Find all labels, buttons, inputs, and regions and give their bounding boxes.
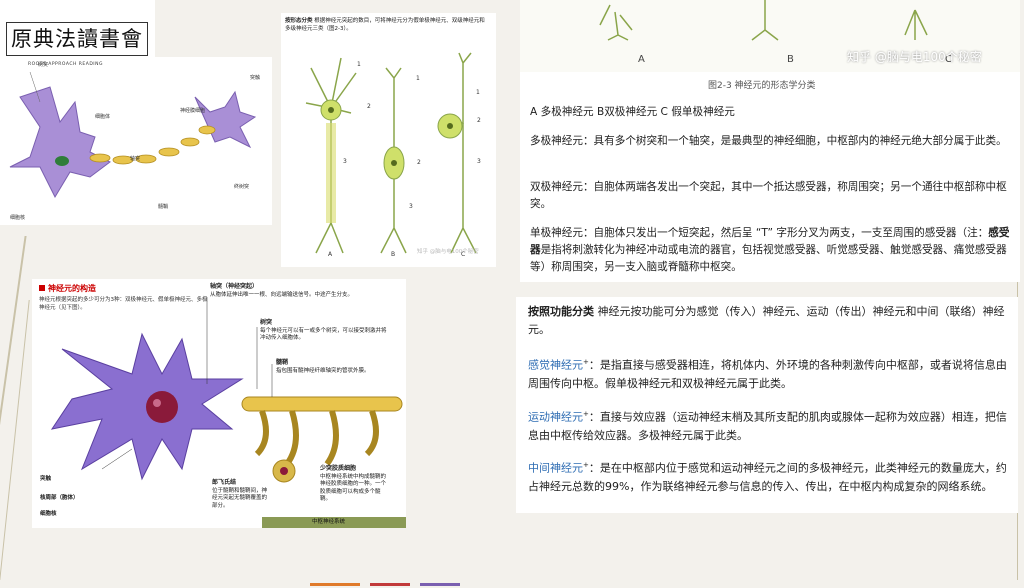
mark-2: 2: [417, 159, 421, 166]
soma-label: 核周部（胞体）: [40, 495, 79, 501]
label-dendrite: 树突: [38, 62, 49, 68]
neuron-types-panel: 按形态分类 根据神经元突起的数目，可将神经元分为假单极神经元、双级神经元和多级神…: [281, 13, 496, 267]
label-axon: 轴突: [130, 156, 141, 162]
label-nucleus: 细胞核: [10, 215, 26, 221]
label-synapse: 突触: [250, 75, 261, 81]
interneuron-desc: 中间神经元+：是在中枢部内位于感觉和运动神经元之间的多极神经元，此类神经元的数量…: [528, 461, 1007, 493]
mark-2: 2: [477, 117, 481, 124]
nucleus-label: 细胞核: [40, 511, 57, 517]
letter-a: A: [328, 251, 333, 258]
neuron-types-figure: [305, 52, 477, 254]
sensory-neuron-desc: 感觉神经元+：是指直接与感受器相连，将机体内、外环境的各种刺激传向中枢部，或者说…: [528, 358, 1007, 390]
mark-3: 3: [409, 203, 413, 210]
structure-panel: 神经元的构造 神经元根据突起的多少可分为3种：双极神经元、假单极神经元、多极神经…: [32, 279, 406, 528]
watermark: 知乎 @脑与电100个秘密: [847, 50, 982, 64]
bar-segment: [370, 583, 410, 586]
structure-title: 神经元的构造: [48, 284, 96, 293]
axon-note: 轴突（神经突起）从胞体延伸出唯一一根、向远端输送信号。中途产生分支。: [210, 283, 354, 298]
mark-1: 1: [357, 61, 361, 68]
function-text-panel: 按照功能分类 神经元按功能可分为感觉（传入）神经元、运动（传出）神经元和中间（联…: [516, 297, 1018, 513]
bipolar-desc: 双极神经元：自胞体两端各发出一个突起，其中一个抵达感受器，称周围突；另一个通往中…: [530, 181, 1007, 210]
label-sheath-cell: 神经膜细胞: [180, 108, 206, 114]
cns-bar: 中枢神经系统: [262, 517, 406, 528]
decorative-line: [0, 300, 30, 580]
cell-nucleus-shape: [55, 156, 69, 166]
neuron-structure-figure: [50, 297, 403, 483]
morphology-figure-crop: [520, 0, 1020, 72]
types-summary: A 多极神经元 B双极神经元 C 假单极神经元: [530, 106, 735, 118]
neuron-diagram-panel: 树突 细胞体 轴突 髓鞘 神经膜细胞 突触 细胞核 终树突: [0, 57, 272, 225]
label-axon-terminal: 终树突: [234, 184, 250, 190]
letter-c: C: [461, 251, 466, 258]
multipolar-desc: 多极神经元：具有多个树突和一个轴突，是最典型的神经细胞，中枢部内的神经元绝大部分…: [530, 135, 1007, 147]
function-heading: 按照功能分类 神经元按功能可分为感觉（传入）神经元、运动（传出）神经元和中间（联…: [528, 305, 1005, 336]
neuron-diagram: [9, 71, 257, 199]
letter-b: B: [391, 251, 396, 258]
label-cell-body: 细胞体: [95, 114, 111, 120]
synapse-label: 突触: [40, 476, 52, 482]
watermark: 知乎 @脑与电100个秘密: [417, 249, 479, 255]
structure-desc: 神经元根据突起的多少可分为3种：双极神经元、假单极神经元、多极神经元（见下图）。: [39, 297, 208, 311]
decorative-line: [1017, 0, 1018, 588]
letter-c: C: [945, 54, 952, 65]
bar-segment: [420, 583, 460, 586]
types-heading: 按形态分类 根据神经元突起的数目，可将神经元分为假单极神经元、双级神经元和多级神…: [285, 18, 485, 32]
bar-segment: [310, 583, 360, 586]
oligodendrocyte-note: 少突胶质细胞中枢神经系统中构成髓鞘的神经胶质细胞的一种。一个胶质细胞可以构成多个…: [320, 465, 387, 502]
title-marker: [39, 285, 45, 291]
seal-text: 原典法讀書會: [6, 22, 148, 56]
bottom-color-bar: [0, 580, 1024, 588]
figure-caption: 图2-3 神经元的形态学分类: [708, 81, 816, 91]
morphology-text-panel: A B C 知乎 @脑与电100个秘密 图2-3 神经元的形态学分类 A 多极神…: [520, 0, 1020, 282]
mark-2: 2: [367, 103, 371, 110]
unipolar-desc: 单极神经元：自胞体只发出一个短突起，然后呈 “T” 字形分叉为两支，一支至周围的…: [530, 227, 1010, 273]
label-myelin: 髓鞘: [158, 204, 169, 210]
mark-1: 1: [416, 75, 420, 82]
dendrite-note: 树突每个神经元可以有一或多个树突，可以接受刺激并将冲动传入细胞体。: [260, 319, 387, 341]
mark-3: 3: [343, 158, 347, 165]
motor-neuron-desc: 运动神经元+：直接与效应器（运动神经末梢及其所支配的肌肉或腺体一起称为效应器）相…: [528, 410, 1007, 442]
letter-a: A: [638, 54, 645, 65]
seal-subtitle: ROOTS APPROACH READING: [28, 62, 103, 67]
myelin-note: 髓鞘指包围有髓神经纤维轴突的管状外膜。: [276, 359, 370, 374]
mark-1: 1: [476, 89, 480, 96]
ranvier-note: 郎飞氏结位于髓鞘和髓鞘间，神经元突起无髓鞘覆盖的部分。: [212, 479, 268, 509]
letter-b: B: [787, 54, 794, 65]
mark-3: 3: [477, 158, 481, 165]
